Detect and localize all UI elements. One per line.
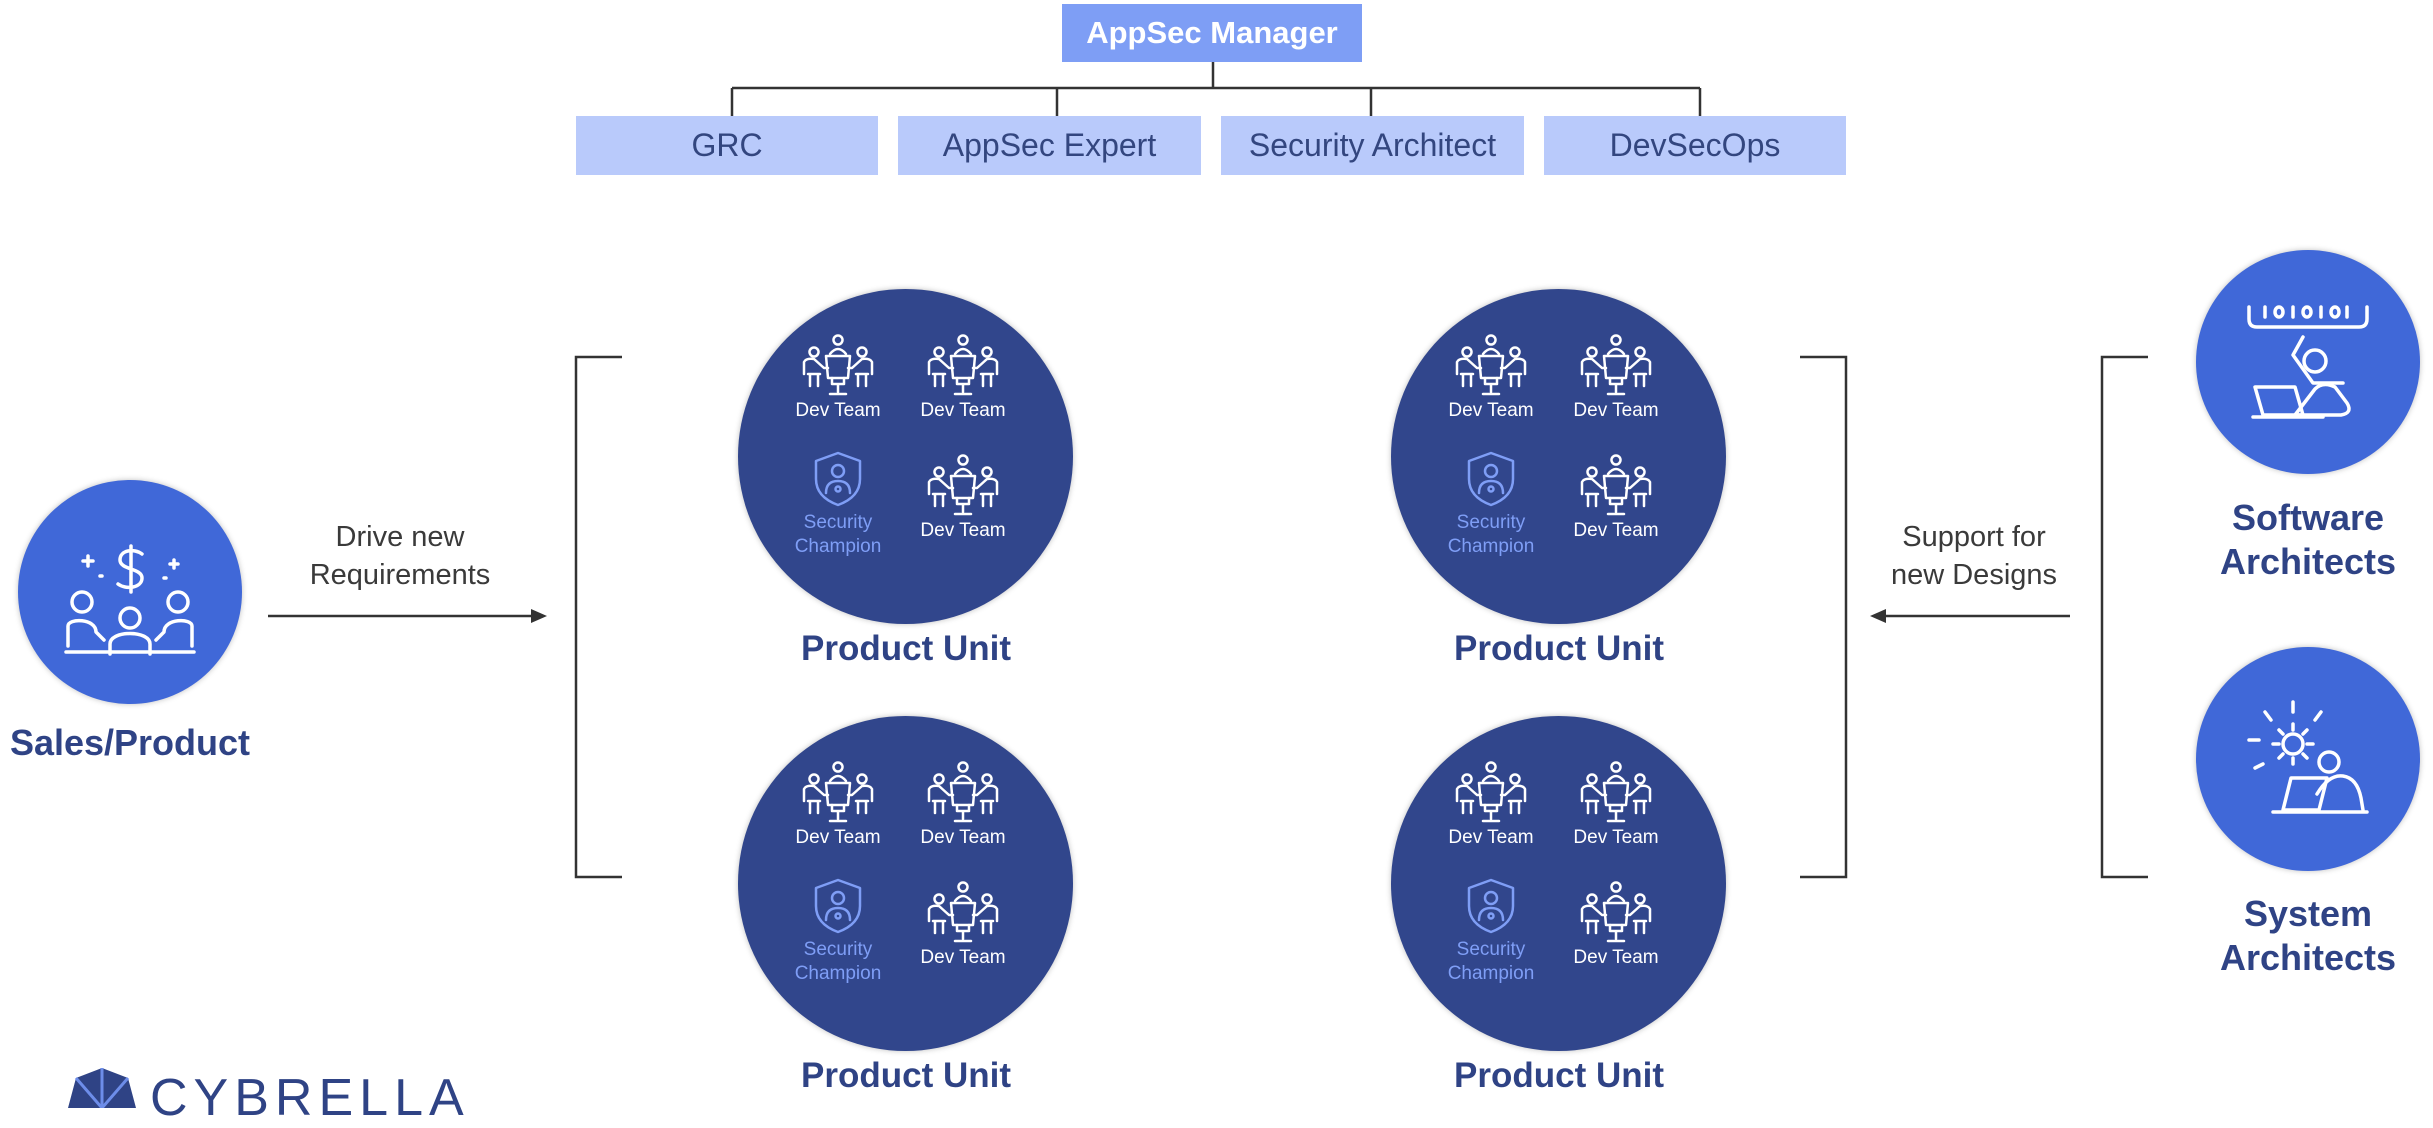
- role-box-appsec-expert: AppSec Expert: [898, 116, 1201, 175]
- title-line: System: [2243, 893, 2373, 934]
- dev-team-icon: [927, 761, 999, 823]
- dev-team-item: Dev Team: [1556, 881, 1676, 969]
- software-architects-circle: [2196, 250, 2420, 474]
- dev-team-label: Dev Team: [1448, 400, 1534, 421]
- dev-team-item: Dev Team: [778, 334, 898, 422]
- dev-team-icon: [802, 761, 874, 823]
- coding-architect-icon: [2247, 305, 2369, 419]
- dev-team-item: Dev Team: [1556, 334, 1676, 422]
- champion-line: Security: [803, 512, 873, 533]
- role-label: GRC: [691, 127, 763, 163]
- champion-line: Champion: [794, 963, 882, 984]
- dev-team-item: Dev Team: [1431, 334, 1551, 422]
- dev-team-icon: [927, 881, 999, 943]
- dev-team-item: Dev Team: [903, 881, 1023, 969]
- sales-product-title: Sales/Product: [9, 722, 251, 763]
- product-unit-title: Product Unit: [801, 1056, 1011, 1095]
- champion-line: Security: [803, 939, 873, 960]
- dev-team-label: Dev Team: [920, 947, 1006, 968]
- arrow-label-line: Support for: [1902, 521, 2046, 553]
- arrow-label-line: Requirements: [309, 559, 491, 591]
- champion-line: Security: [1456, 512, 1526, 533]
- role-box-security-architect: Security Architect: [1221, 116, 1524, 175]
- dev-team-icon: [1580, 761, 1652, 823]
- system-architects-title: System Architects: [2168, 892, 2433, 980]
- org-diagram: [268, 62, 2148, 879]
- dev-team-icon: [1455, 761, 1527, 823]
- dev-team-label: Dev Team: [920, 520, 1006, 541]
- dev-team-label: Dev Team: [920, 827, 1006, 848]
- dev-team-icon: [927, 334, 999, 396]
- shield-user-icon: [1467, 878, 1515, 934]
- gear-laptop-icon: [2247, 700, 2369, 814]
- dev-team-icon: [1580, 334, 1652, 396]
- cybrella-logo-icon: [68, 1068, 136, 1108]
- product-unit-title: Product Unit: [1454, 1056, 1664, 1095]
- dev-team-icon: [927, 454, 999, 516]
- role-label: Security Architect: [1248, 127, 1497, 163]
- dev-team-item: Dev Team: [1556, 454, 1676, 542]
- dev-team-item: Dev Team: [903, 454, 1023, 542]
- shield-user-icon: [1467, 451, 1515, 507]
- dev-team-label: Dev Team: [1448, 827, 1534, 848]
- dev-team-item: Dev Team: [1431, 761, 1551, 849]
- dev-team-item: Dev Team: [1556, 761, 1676, 849]
- cybrella-brand-text: CYBRELLA: [150, 1069, 470, 1127]
- champion-line: Champion: [1447, 536, 1535, 557]
- drive-requirements-label: Drive new Requirements: [290, 518, 510, 594]
- arrow-label-line: new Designs: [1890, 559, 2058, 591]
- system-architects-circle: [2196, 647, 2420, 871]
- dev-team-label: Dev Team: [920, 400, 1006, 421]
- product-unit-title: Product Unit: [1454, 629, 1664, 668]
- dev-team-label: Dev Team: [795, 827, 881, 848]
- champion-line: Champion: [1447, 963, 1535, 984]
- role-box-devsecops: DevSecOps: [1544, 116, 1846, 175]
- support-designs-label: Support for new Designs: [1864, 518, 2084, 594]
- dev-team-label: Dev Team: [1573, 947, 1659, 968]
- champion-line: Champion: [794, 536, 882, 557]
- sales-product-circle: [18, 480, 242, 704]
- champion-line: Security: [1456, 939, 1526, 960]
- dev-team-item: Dev Team: [903, 761, 1023, 849]
- dev-team-label: Dev Team: [1573, 520, 1659, 541]
- role-box-grc: GRC: [576, 116, 878, 175]
- title-line: Architects: [2219, 541, 2397, 582]
- dev-team-item: Dev Team: [778, 761, 898, 849]
- dev-team-label: Dev Team: [795, 400, 881, 421]
- dev-team-icon: [1580, 881, 1652, 943]
- dev-team-label: Dev Team: [1573, 400, 1659, 421]
- shield-user-icon: [814, 451, 862, 507]
- shield-user-icon: [814, 878, 862, 934]
- software-architects-title: Software Architects: [2168, 496, 2433, 584]
- arrow-label-line: Drive new: [335, 521, 465, 553]
- product-unit-title: Product Unit: [801, 629, 1011, 668]
- appsec-manager-box: AppSec Manager: [1062, 4, 1362, 62]
- appsec-manager-label: AppSec Manager: [1086, 15, 1338, 50]
- role-label: AppSec Expert: [942, 127, 1157, 163]
- meeting-money-icon: [64, 544, 196, 656]
- dev-team-item: Dev Team: [903, 334, 1023, 422]
- role-label: DevSecOps: [1609, 127, 1781, 163]
- dev-team-icon: [1580, 454, 1652, 516]
- dev-team-label: Dev Team: [1573, 827, 1659, 848]
- title-line: Architects: [2219, 937, 2397, 978]
- dev-team-icon: [1455, 334, 1527, 396]
- dev-team-icon: [802, 334, 874, 396]
- title-line: Software: [2231, 497, 2385, 538]
